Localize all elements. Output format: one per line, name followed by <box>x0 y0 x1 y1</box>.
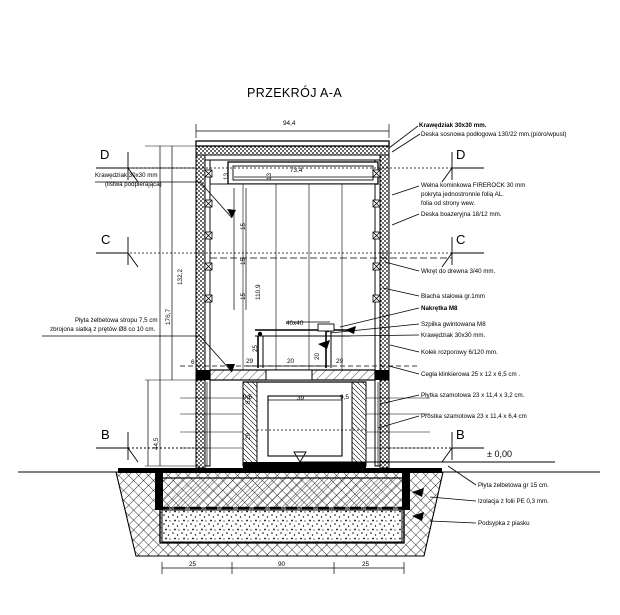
dimension-lines <box>145 124 405 574</box>
dim-hearth-25: 25 <box>252 344 259 352</box>
leader-lines-right <box>329 125 477 524</box>
label-plyta-stropu: Płyta żelbetowa stropu 7,5 cm <box>75 317 158 324</box>
label-kolek-rozporowy: Kołek rozporowy 6/120 mm. <box>421 349 498 356</box>
dim-inner-6: 6 <box>191 359 195 366</box>
label-podsypka-piasku: Podsypka z piasku <box>478 520 530 527</box>
label-krawedziak-listwa: Krawędziak 30x30 mm <box>95 172 158 179</box>
section-mark-right-c: C <box>456 232 466 247</box>
label-izolacja-pe: Izolacja z folii PE 0,3 mm. <box>478 498 549 505</box>
label-blacha-stalowa: Blacha stalowa gr.1mm <box>421 293 485 300</box>
label-zbrojona-siatka: zbrojona siatką z prętów Ø8 co 10 cm. <box>50 326 156 333</box>
foundation-excavation <box>115 468 444 557</box>
label-folia-al: pokryta jednostronnie folią AL. <box>421 191 504 198</box>
dim-inner-h2: 13 <box>266 172 273 180</box>
label-cegla-klinkierowa: Cegła klinkierowa 25 x 12 x 6,5 cm . <box>421 371 521 378</box>
dim-left-44: 44,5 <box>153 437 160 450</box>
label-welna-firerock: Wełna kominkowa FIREROCK 30 mm <box>421 182 526 189</box>
dim-bottom-25-left: 25 <box>189 561 197 568</box>
label-wkret-do-drewna: Wkręt do drewna 3/40 mm. <box>421 268 496 275</box>
section-marker-lines <box>96 152 484 463</box>
dim-left-176: 176,7 <box>165 309 172 325</box>
dim-firebox-86: 8,6 <box>245 395 252 404</box>
label-nakretka-m8: Nakrętka M8 <box>421 305 458 312</box>
label-deska-podlogowa: Deska sosnowa podłogowa 130/22 mm.(pióro… <box>421 131 567 138</box>
dim-hearth-29b: 29 <box>336 358 344 365</box>
label-listwa-podpierajaca: (listwa podpierająca) <box>105 181 162 188</box>
label-plyta-zelbetowa: Płyta żelbetowa gr 15 cm. <box>478 482 549 489</box>
dim-firebox-39: 39 <box>297 395 305 402</box>
dim-hearth-20a: 20 <box>314 352 321 360</box>
dim-inner-h1: 13 <box>223 172 230 180</box>
dim-inner-width: 73,4 <box>290 167 303 174</box>
dim-hearth-40x40: 40x40 <box>286 320 304 327</box>
fireplace-enclosure <box>118 140 452 469</box>
section-mark-right-b: B <box>456 427 465 442</box>
dim-inner-v1: 15 <box>240 222 247 230</box>
dim-firebox-95a: 9,5 <box>243 394 252 401</box>
dim-firebox-29: 29 <box>245 432 252 440</box>
dim-inner-v3: 15 <box>240 292 247 300</box>
label-folia-wew: folia od strony wew. <box>421 200 475 207</box>
dim-hearth-29a: 29 <box>246 358 254 365</box>
dim-left-132: 132,2 <box>177 269 184 285</box>
leader-arrowheads <box>318 326 424 521</box>
label-plytka-szamotowa: Płytka szamotowa 23 x 11,4 x 3,2 cm. <box>421 392 525 399</box>
dim-bottom-25-right: 25 <box>362 561 370 568</box>
section-mark-left-c: C <box>101 232 111 247</box>
section-mark-left-b: B <box>101 427 110 442</box>
label-prostka-szamotowa: Prostka szamotowa 23 x 11,4 x 6,4 cm <box>421 413 527 420</box>
section-mark-left-d: D <box>100 147 110 162</box>
dim-hearth-20b: 20 <box>287 358 295 365</box>
section-mark-right-d: D <box>456 147 466 162</box>
label-krawedziak-mid: Krawędziak 30x30 mm. <box>421 332 486 339</box>
hearth-assembly <box>255 323 350 368</box>
elevation-mark: ± 0,00 <box>487 449 512 459</box>
dim-inner-v2: 15 <box>240 257 247 265</box>
label-deska-boazeryjna: Deska boazeryjna 18/12 mm. <box>421 211 502 218</box>
label-szpilka-gwintowana: Szpilka gwintowana M8 <box>421 321 486 328</box>
page-title: PRZEKRÓJ A-A <box>247 86 343 100</box>
dim-top-width: 94,4 <box>283 120 296 127</box>
dim-firebox-95b: 9,5 <box>340 394 349 401</box>
dim-bottom-90: 90 <box>278 561 286 568</box>
leader-lines-left <box>42 181 233 373</box>
dim-inner-1109: 110,9 <box>255 284 262 300</box>
label-krawedziak-top: Krawędziak 30x30 mm. <box>419 122 487 129</box>
